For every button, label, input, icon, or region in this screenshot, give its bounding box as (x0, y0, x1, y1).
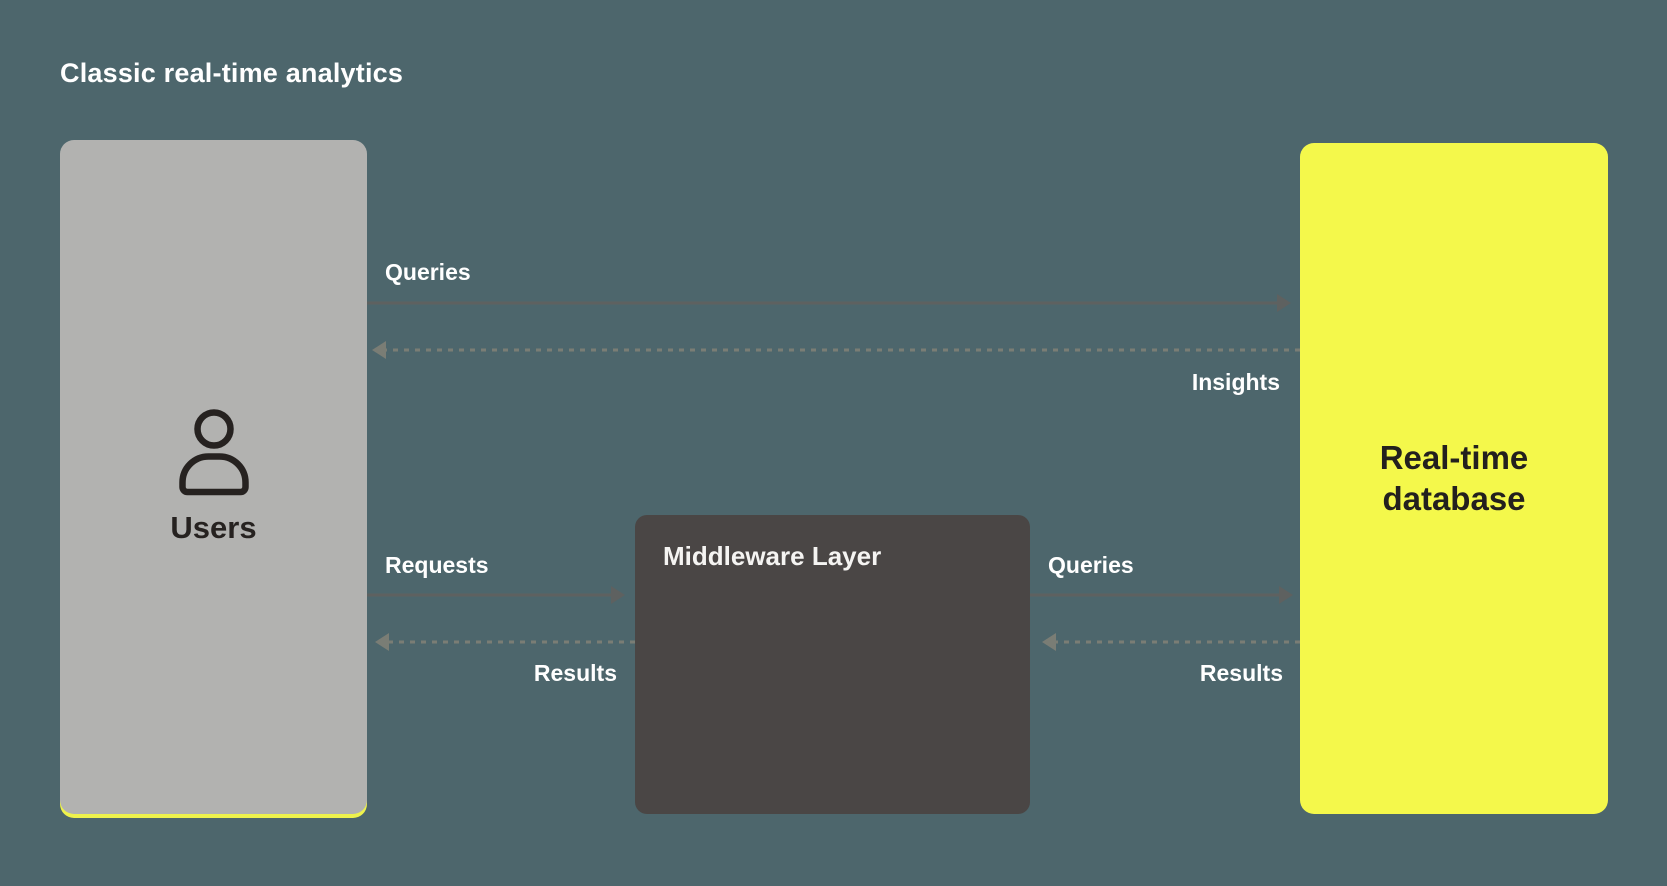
database-node: Real-time database (1300, 143, 1608, 814)
arrow-label-queries-top: Queries (385, 259, 471, 285)
arrow-middleware-to-users (375, 633, 635, 651)
arrow-label-queries-right: Queries (1048, 552, 1134, 578)
arrow-users-to-middleware (367, 586, 625, 604)
arrow-users-to-database (367, 294, 1291, 312)
arrow-label-results-left: Results (533, 660, 617, 686)
users-node-label: Users (170, 510, 257, 545)
person-icon (178, 408, 249, 496)
arrow-label-results-right: Results (1199, 660, 1283, 686)
diagram-title: Classic real-time analytics (60, 58, 404, 88)
arrow-label-insights: Insights (1191, 369, 1280, 395)
middleware-node-label: Middleware Layer (663, 541, 882, 571)
users-node: Users (60, 140, 367, 814)
arrow-label-requests: Requests (385, 552, 489, 578)
middleware-node: Middleware Layer (635, 515, 1030, 814)
arrow-database-to-middleware (1042, 633, 1300, 651)
arrow-database-to-users (372, 341, 1300, 359)
arrow-middleware-to-database (1030, 586, 1293, 604)
database-node-label: Real-time database (1379, 439, 1529, 517)
